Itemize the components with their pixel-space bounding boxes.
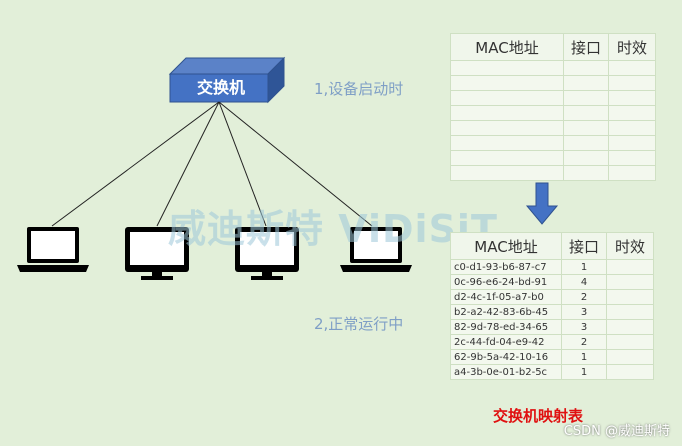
table-cell xyxy=(608,150,656,166)
step-startup-label: 1,设备启动时 xyxy=(314,80,404,98)
table-cell xyxy=(608,135,656,151)
age-cell xyxy=(606,364,654,380)
credit-text: CSDN @威迪斯特 xyxy=(563,424,670,439)
mac-cell: 2c-44-fd-04-e9-42 xyxy=(450,334,562,350)
table-row xyxy=(450,90,656,106)
watermark: 威迪斯特 ViDiSiT xyxy=(168,207,498,251)
table-cell xyxy=(563,165,609,181)
table-cell xyxy=(608,60,656,76)
table-cell xyxy=(563,75,609,91)
table-cell xyxy=(563,120,609,136)
mac-cell: b2-a2-42-83-6b-45 xyxy=(450,304,562,320)
table-row xyxy=(450,105,656,121)
age-cell xyxy=(606,334,654,350)
port-cell: 1 xyxy=(561,349,607,365)
mac-cell: c0-d1-93-b6-87-c7 xyxy=(450,259,562,275)
table-cell xyxy=(608,120,656,136)
age-cell xyxy=(606,319,654,335)
table-cell xyxy=(450,150,564,166)
table-cell xyxy=(450,90,564,106)
down-arrow-icon xyxy=(525,182,559,225)
mac-cell: 62-9b-5a-42-10-16 xyxy=(450,349,562,365)
age-cell xyxy=(606,274,654,290)
table-cell xyxy=(450,75,564,91)
table-row xyxy=(450,135,656,151)
connection-lines xyxy=(51,101,373,227)
mac-table-empty-body xyxy=(450,60,656,181)
port-cell: 4 xyxy=(561,274,607,290)
table-cell xyxy=(450,135,564,151)
table-cell xyxy=(608,90,656,106)
table-cell xyxy=(563,60,609,76)
table-row xyxy=(450,75,656,91)
table-cell xyxy=(563,150,609,166)
switch-icon xyxy=(168,56,286,104)
table-row xyxy=(450,60,656,76)
table-cell xyxy=(563,105,609,121)
table-row xyxy=(450,120,656,136)
header-port: 接口 xyxy=(563,33,609,61)
mac-cell: a4-3b-0e-01-b2-5c xyxy=(450,364,562,380)
table-cell xyxy=(450,105,564,121)
age-cell xyxy=(606,349,654,365)
table-cell xyxy=(450,165,564,181)
table-caption: 交换机映射表 xyxy=(493,407,584,425)
header-port: 接口 xyxy=(561,232,607,260)
table-cell xyxy=(608,165,656,181)
table-cell xyxy=(450,60,564,76)
header-age: 时效 xyxy=(606,232,654,260)
step-running-label: 2,正常运行中 xyxy=(314,315,404,333)
laptop-icon xyxy=(17,227,89,272)
table-cell xyxy=(450,120,564,136)
mac-cell: 0c-96-e6-24-bd-91 xyxy=(450,274,562,290)
port-cell: 1 xyxy=(561,364,607,380)
switch-label: 交换机 xyxy=(196,78,245,97)
age-cell xyxy=(606,259,654,275)
mac-cell: d2-4c-1f-05-a7-b0 xyxy=(450,289,562,305)
desktop-monitor-icon xyxy=(235,227,299,280)
desktop-monitor-icon xyxy=(125,227,189,280)
table-row xyxy=(450,150,656,166)
port-cell: 3 xyxy=(561,319,607,335)
table-cell xyxy=(563,135,609,151)
port-cell: 2 xyxy=(561,334,607,350)
table-cell xyxy=(608,105,656,121)
age-cell xyxy=(606,304,654,320)
table-row xyxy=(450,165,656,181)
age-cell xyxy=(606,289,654,305)
header-mac: MAC地址 xyxy=(450,232,562,260)
header-mac: MAC地址 xyxy=(450,33,564,61)
port-cell: 1 xyxy=(561,259,607,275)
laptop-icon xyxy=(340,227,412,272)
port-cell: 3 xyxy=(561,304,607,320)
table-cell xyxy=(608,75,656,91)
mac-table-empty: MAC地址 接口 时效 xyxy=(450,33,656,181)
mac-cell: 82-9d-78-ed-34-65 xyxy=(450,319,562,335)
table-cell xyxy=(563,90,609,106)
port-cell: 2 xyxy=(561,289,607,305)
header-age: 时效 xyxy=(608,33,656,61)
